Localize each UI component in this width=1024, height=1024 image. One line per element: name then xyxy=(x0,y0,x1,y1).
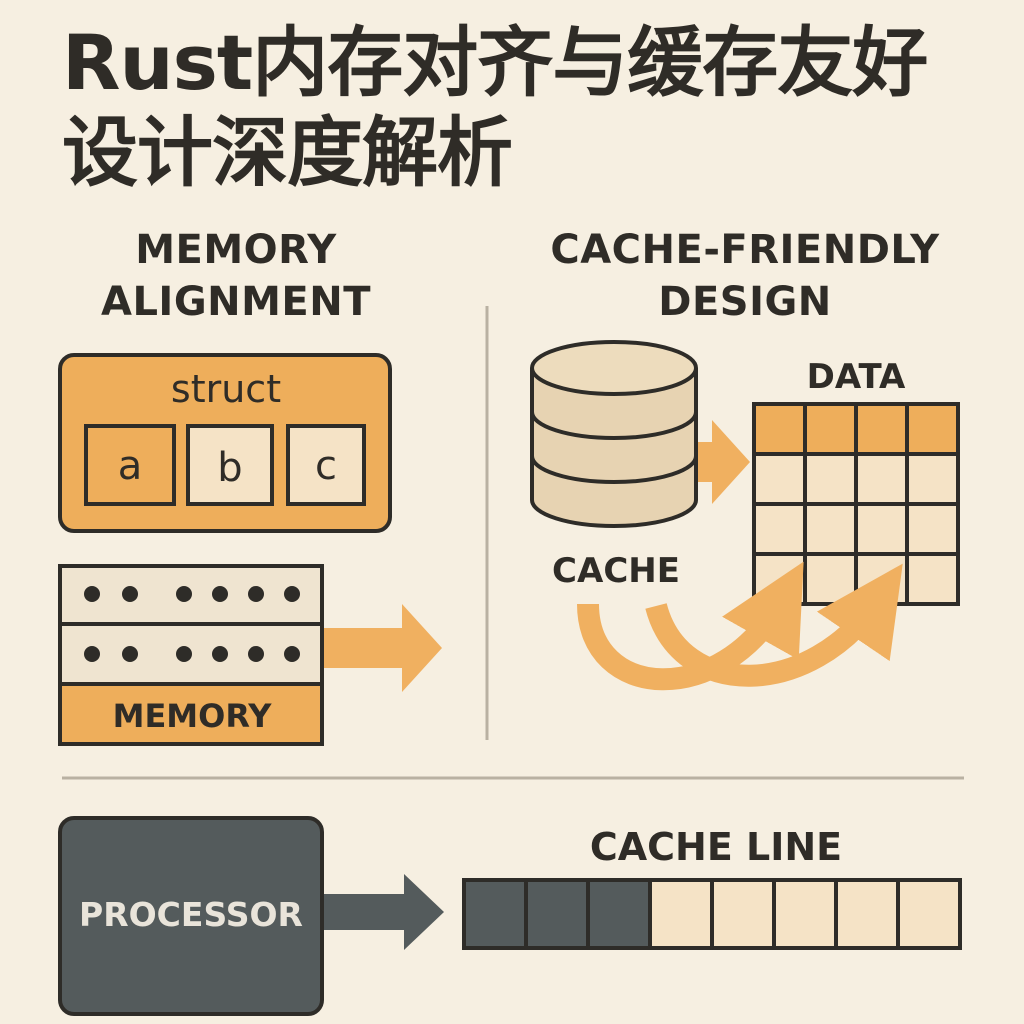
cache-line-label: CACHE LINE xyxy=(590,825,842,869)
cache-line-cell xyxy=(648,878,714,950)
cache-line-cell xyxy=(834,878,900,950)
memory-block: MEMORY xyxy=(58,564,324,746)
processor-arrow-icon xyxy=(324,874,444,950)
cache-curve-arrow-1-icon xyxy=(577,561,804,691)
struct-label: struct xyxy=(171,367,281,411)
cache-line-cell xyxy=(524,878,590,950)
field-c-box xyxy=(286,424,366,506)
memory-arrow-icon xyxy=(324,604,442,692)
title-line-2: 设计深度解析 xyxy=(62,108,513,197)
cache-line-cell xyxy=(462,878,528,950)
cache-line-cell xyxy=(896,878,962,950)
cache-line-cell xyxy=(586,878,652,950)
processor-box: PROCESSOR xyxy=(58,816,324,1016)
cache-to-data-arrow-icon xyxy=(698,420,750,504)
cache-label: CACHE xyxy=(552,551,680,591)
field-c-label: c xyxy=(315,443,337,489)
field-a-box xyxy=(84,424,176,506)
cache-line-cell xyxy=(710,878,776,950)
cache-friendly-heading: CACHE-FRIENDLY DESIGN xyxy=(550,227,940,325)
field-a-label: a xyxy=(118,443,143,489)
title-line-1: Rust内存对齐与缓存友好 xyxy=(62,18,928,107)
data-grid xyxy=(752,402,960,606)
cache-database-icon xyxy=(530,340,698,528)
page-title: Rust内存对齐与缓存友好 设计深度解析 xyxy=(62,18,1002,198)
cache-curve-arrow-2-icon xyxy=(645,563,903,687)
cache-line xyxy=(462,878,962,950)
data-label: DATA xyxy=(807,357,906,397)
field-b-box xyxy=(186,424,274,506)
memory-label: MEMORY xyxy=(113,697,273,735)
field-b-label: b xyxy=(217,445,242,491)
processor-label: PROCESSOR xyxy=(79,895,303,934)
struct-box: struct a b c xyxy=(58,353,392,533)
memory-row-1-dots xyxy=(84,586,300,602)
memory-alignment-heading: MEMORY ALIGNMENT xyxy=(100,227,372,325)
cache-line-cell xyxy=(772,878,838,950)
memory-row-2-dots xyxy=(84,646,300,662)
